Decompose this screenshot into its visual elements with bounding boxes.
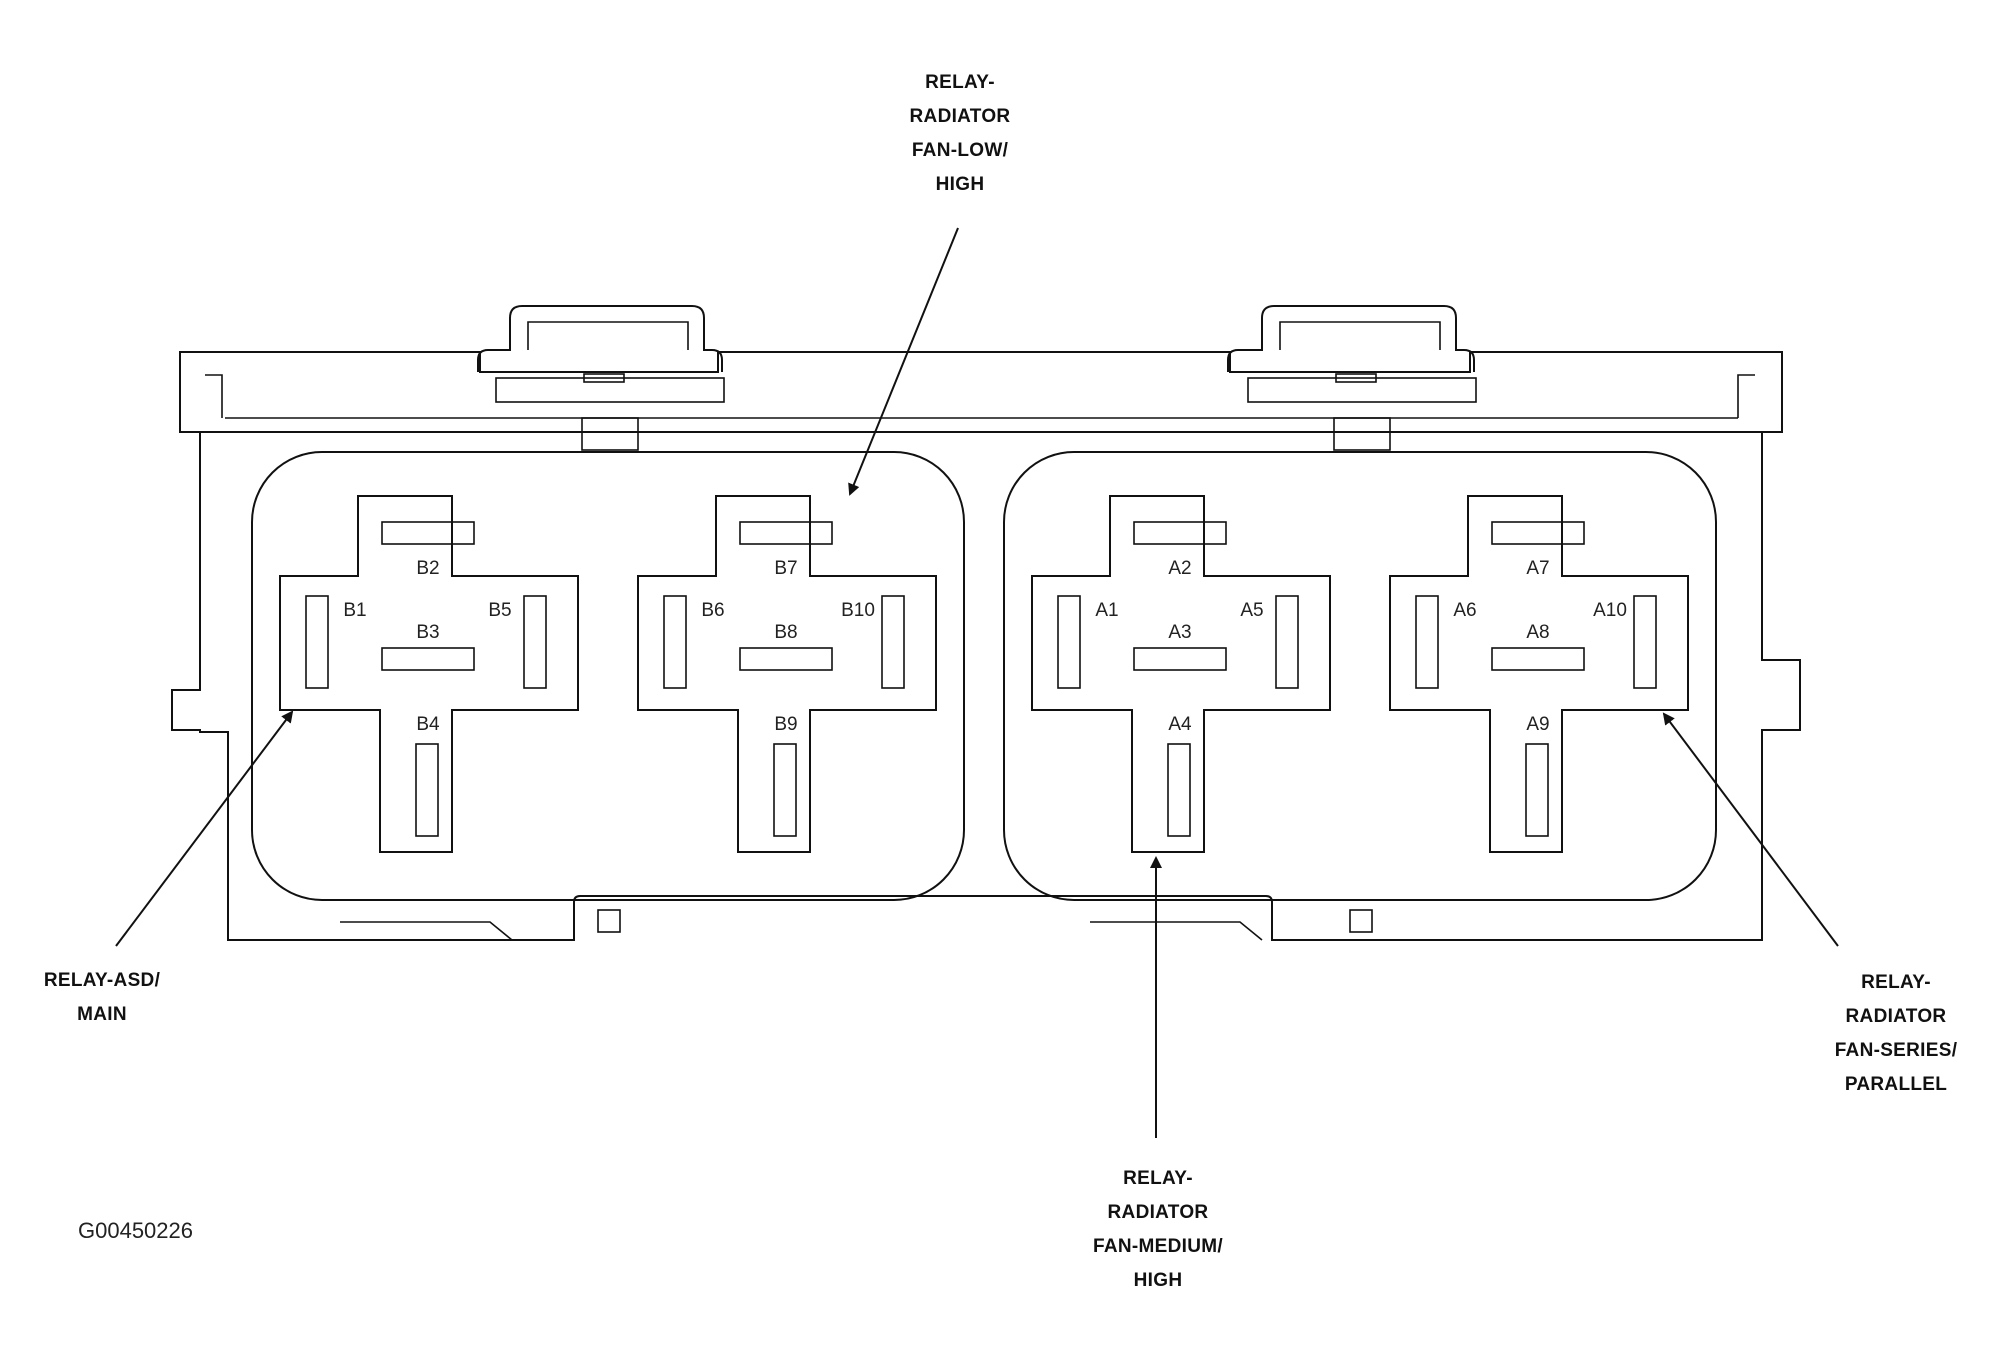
leader-asd-main [115,710,294,947]
terminal-slot [739,647,833,671]
callout-relay-radiator-fan-low-high: RELAY- RADIATOR FAN-LOW/ HIGH [909,72,1011,195]
terminal-slot [523,595,547,689]
callout-relay-asd-main: RELAY-ASD/ MAIN [43,970,161,1025]
terminal-slot [881,595,905,689]
pin-label: A1 [1095,600,1118,621]
terminal-slot [1057,595,1081,689]
pin-label: B10 [841,600,875,621]
pin-label: B3 [416,622,439,643]
terminal-slot [1133,647,1227,671]
pin-label: A2 [1168,558,1191,579]
relay-socket-outline [279,495,579,853]
terminal-slot [739,521,833,545]
relay-bay-left [251,451,965,901]
relay-socket-outline [637,495,937,853]
pin-label: B6 [701,600,724,621]
pin-label: A7 [1526,558,1549,579]
terminal-slot [1275,595,1299,689]
terminal-slot [381,647,475,671]
terminal-slot [1525,743,1549,837]
terminal-slot [1633,595,1657,689]
pin-label: B4 [416,714,440,735]
pin-label: A9 [1526,714,1549,735]
pin-label: B7 [774,558,797,579]
pin-label: A4 [1168,714,1192,735]
pin-label: A3 [1168,622,1191,643]
relay-socket-outline [1031,495,1331,853]
callout-relay-radiator-fan-medium-high: RELAY- RADIATOR FAN-MEDIUM/ HIGH [1093,1168,1223,1291]
terminal-slot [305,595,329,689]
pin-label: B9 [774,714,797,735]
terminal-slot [773,743,797,837]
terminal-slot [1491,521,1585,545]
pin-label: B1 [343,600,366,621]
pin-label: A5 [1240,600,1263,621]
pin-label: A10 [1593,600,1627,621]
terminal-slot [381,521,475,545]
terminal-slot [1415,595,1439,689]
figure-id: G00450226 [78,1218,193,1243]
relay-bay-right [1003,451,1717,901]
leader-series-parallel [1662,712,1839,947]
terminal-slot [663,595,687,689]
terminal-slot [415,743,439,837]
pin-label: A8 [1526,622,1549,643]
relay-socket-outline [1389,495,1689,853]
pin-label: B8 [774,622,797,643]
pin-label: B2 [416,558,439,579]
pin-label: B5 [488,600,511,621]
relay-block-housing [171,305,1801,941]
terminal-slot [1133,521,1227,545]
leader-low-high [848,227,959,496]
callout-relay-radiator-fan-series-parallel: RELAY- RADIATOR FAN-SERIES/ PARALLEL [1834,972,1958,1095]
terminal-slot [1491,647,1585,671]
pin-label: A6 [1453,600,1476,621]
terminal-slot [1167,743,1191,837]
